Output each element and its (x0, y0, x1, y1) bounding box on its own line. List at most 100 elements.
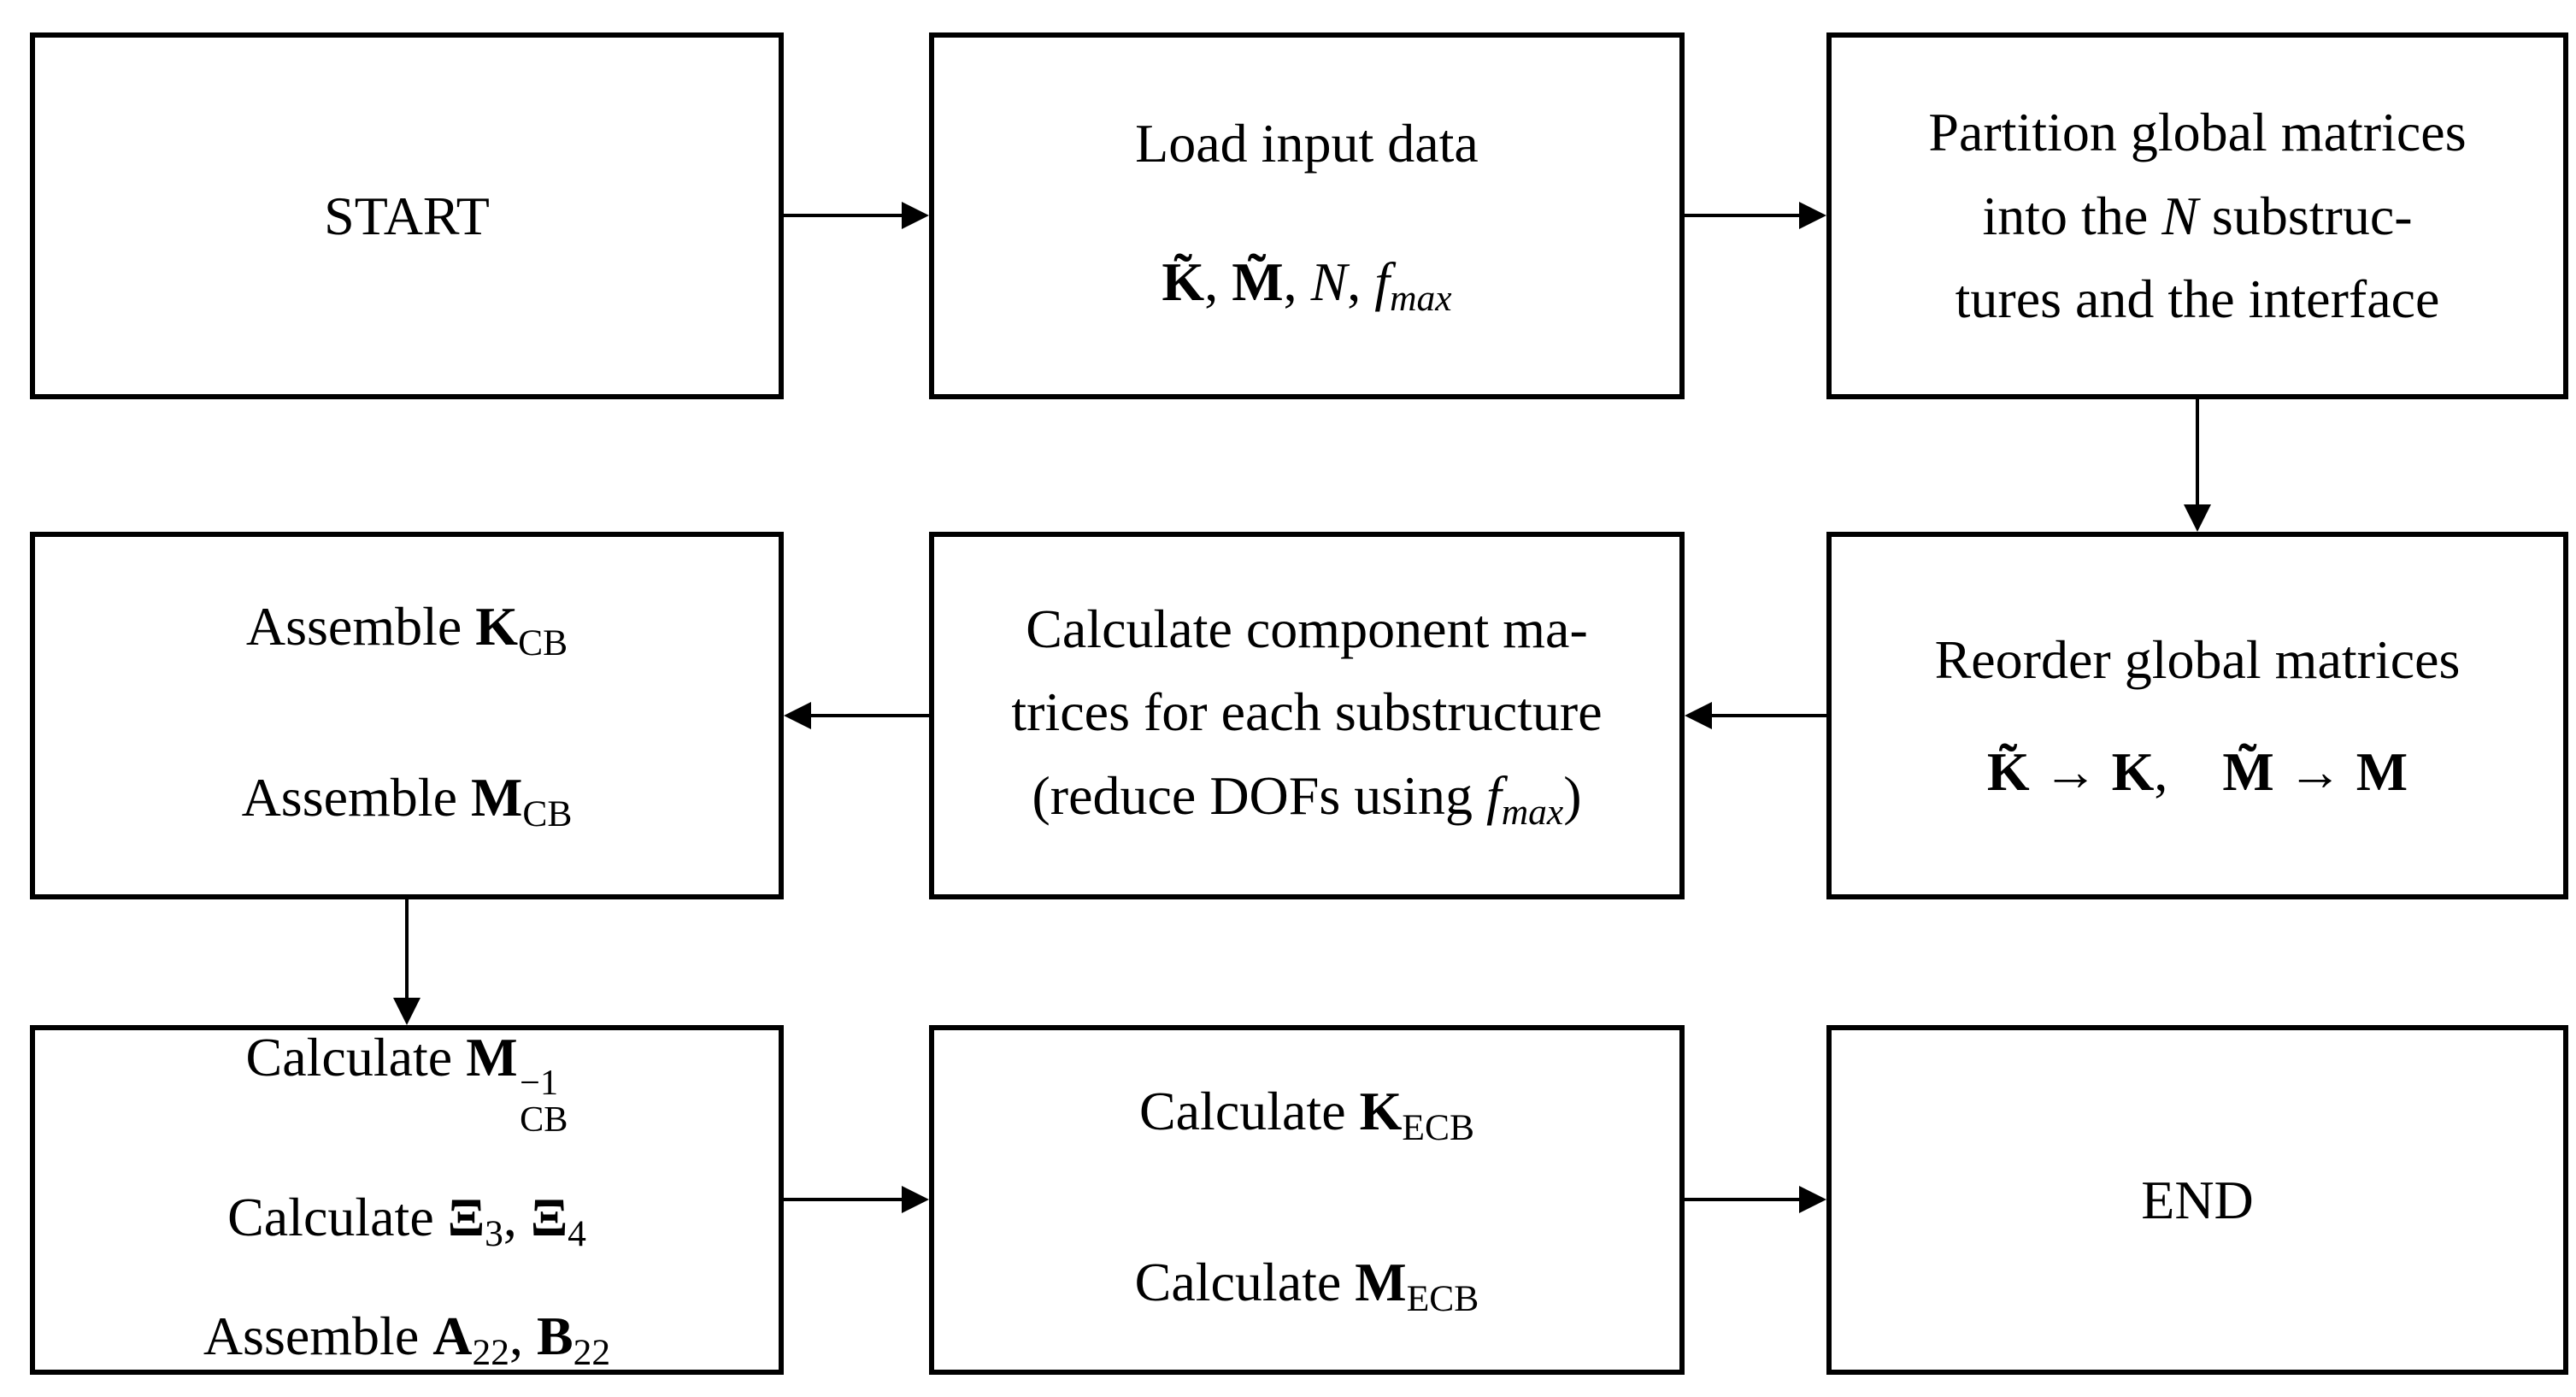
arrow-shaft (784, 1198, 903, 1201)
text-segment: N (1310, 251, 1348, 312)
text-segment: ) (1563, 764, 1582, 826)
text-segment: K̃ (1986, 740, 2030, 802)
text-segment: M (1355, 1251, 1407, 1312)
text-segment: → (2029, 740, 2112, 802)
text-segment: M̃ (1232, 251, 1284, 312)
flowchart-box-end: END (1826, 1025, 2568, 1375)
box-text-line: (reduce DOFs using fmax) (1032, 763, 1581, 835)
box-text-line: Assemble MCB (242, 765, 573, 837)
text-segment: (reduce DOFs using (1032, 764, 1486, 826)
arrow-head-right-icon (1799, 202, 1826, 229)
text-segment: CB (518, 622, 568, 664)
text-segment: substruc- (2197, 185, 2413, 246)
text-segment: Assemble (241, 767, 471, 828)
text-segment: , (1347, 251, 1375, 312)
box-text-line: into the N substruc- (1982, 184, 2412, 249)
text-segment: trices for each substructure (1011, 681, 1603, 743)
box-text-line: END (2141, 1168, 2254, 1233)
text-segment: tures and the interface (1955, 268, 2440, 330)
box-text-line: tures and the interface (1956, 267, 2440, 332)
text-segment: max (1390, 277, 1452, 319)
arrow-partition-to-reorder (2184, 399, 2211, 532)
text-segment: END (2141, 1169, 2254, 1230)
arrow-shaft (1710, 714, 1826, 717)
arrow-shaft (1685, 214, 1801, 217)
arrow-head-left-icon (784, 702, 811, 729)
text-segment: N (2161, 185, 2198, 246)
text-segment: Calculate component ma- (1026, 598, 1588, 659)
text-segment: M (2355, 740, 2408, 802)
text-segment: CB (522, 793, 573, 835)
text-segment: 22 (573, 1331, 611, 1373)
text-segment: 4 (568, 1213, 586, 1255)
text-segment: 22 (472, 1331, 509, 1373)
text-segment: ECB (1406, 1277, 1479, 1319)
subscript: CB (520, 1099, 568, 1140)
box-text-line: START (324, 184, 490, 249)
box-text-line: Partition global matrices (1928, 100, 2466, 165)
text-segment: , (509, 1305, 537, 1366)
text-segment: K (2111, 740, 2155, 802)
arrow-component-to-assemble-cb (784, 702, 929, 729)
text-segment: M (466, 1026, 518, 1088)
arrow-head-right-icon (1799, 1186, 1826, 1213)
text-segment: , (2154, 740, 2223, 802)
text-segment: M (470, 767, 523, 828)
box-text-line: Calculate component ma- (1026, 597, 1588, 662)
text-segment: 3 (485, 1213, 503, 1255)
arrow-head-down-icon (2184, 504, 2211, 532)
box-text-line: Reorder global matrices (1935, 628, 2461, 693)
text-segment: Calculate (1134, 1251, 1356, 1312)
arrow-ecb-to-end (1685, 1186, 1826, 1213)
text-segment: max (1501, 791, 1564, 833)
text-segment: Assemble (203, 1305, 433, 1366)
arrow-shaft (784, 214, 903, 217)
text-segment: ECB (1402, 1107, 1475, 1149)
box-text-line: Calculate KECB (1139, 1079, 1474, 1151)
text-segment: K (1359, 1080, 1403, 1141)
text-segment: , (1204, 251, 1232, 312)
text-segment: Load input data (1135, 112, 1479, 174)
box-text-line: Load input data (1135, 111, 1479, 176)
text-segment: Calculate (227, 1187, 448, 1248)
arrow-load-input-to-partition (1685, 202, 1826, 229)
box-text-line: Calculate MECB (1135, 1250, 1479, 1322)
arrow-shaft (2196, 399, 2199, 506)
text-segment: Assemble (245, 596, 476, 657)
text-segment: f (1374, 251, 1391, 312)
text-segment: START (324, 185, 490, 246)
flowchart-box-calculate-component-matrices: Calculate component ma-trices for each s… (929, 532, 1685, 899)
box-text-line: trices for each substructure (1011, 680, 1602, 745)
text-segment: Calculate (1138, 1080, 1360, 1141)
text-segment: M̃ (2222, 740, 2274, 802)
arrow-head-right-icon (902, 1186, 929, 1213)
arrow-reorder-to-component (1685, 702, 1826, 729)
text-segment: K̃ (1162, 251, 1205, 312)
arrow-shaft (809, 714, 929, 717)
text-segment: , (1283, 251, 1311, 312)
arrow-head-down-icon (393, 998, 421, 1025)
text-segment: K (475, 596, 519, 657)
arrow-head-left-icon (1685, 702, 1712, 729)
superscript: −1 (520, 1062, 559, 1103)
box-text-line: Assemble A22, B22 (203, 1304, 610, 1376)
box-text-line: K̃ → K, M̃ → M (1987, 740, 2408, 805)
arrow-start-to-load-input (784, 202, 929, 229)
flowchart-box-partition-global-matrices: Partition global matrices into the N subs… (1826, 32, 2568, 399)
text-segment: Reorder global matrices (1934, 628, 2461, 690)
text-segment: Ξ (447, 1187, 485, 1248)
arrow-shaft (1685, 1198, 1801, 1201)
text-segment: Partition global matrices (1928, 102, 2467, 163)
text-segment: → (2273, 740, 2356, 802)
text-segment: Ξ (530, 1187, 568, 1248)
arrow-calculate-xi-to-ecb (784, 1186, 929, 1213)
box-text-line: Assemble KCB (246, 594, 568, 666)
